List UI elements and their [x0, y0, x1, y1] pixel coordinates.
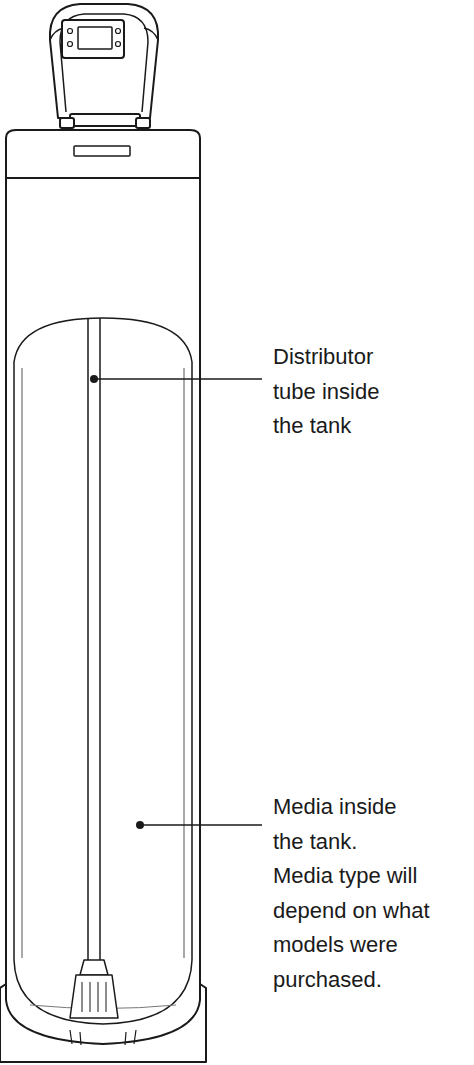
callout-note: Media type will depend on what models we…: [273, 859, 431, 997]
callout-label: Media inside the tank.: [273, 790, 431, 859]
callout-label: Distributor tube inside the tank: [273, 340, 395, 444]
